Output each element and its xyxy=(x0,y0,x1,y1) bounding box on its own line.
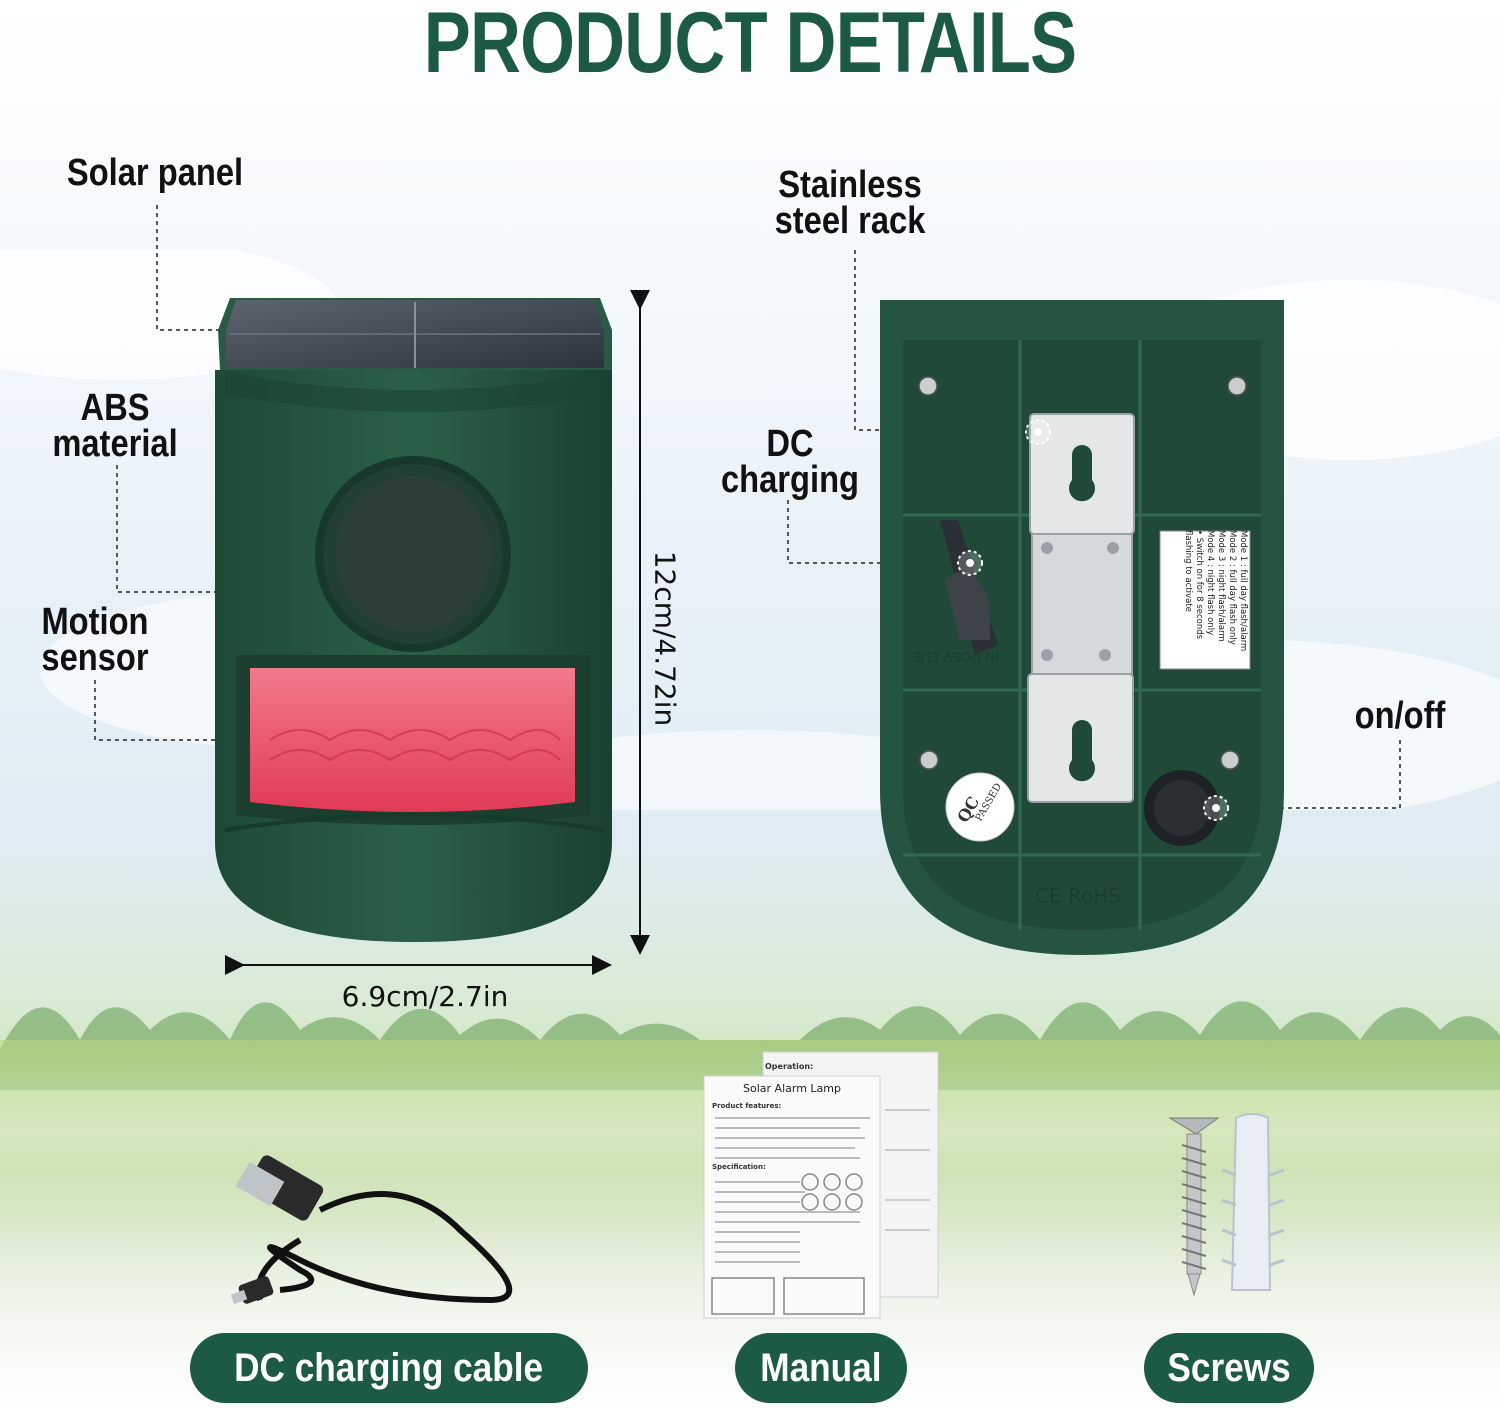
height-dimension: 12cm/4.72in xyxy=(648,550,682,727)
mode-line-1: Mode 1 : full day flash/alarm xyxy=(1238,530,1248,652)
leader-lines-left xyxy=(94,205,220,741)
mode-line-6: flashing to activate xyxy=(1183,530,1193,612)
callout-stainless-rack: Stainless steel rack xyxy=(774,164,926,242)
callout-dc-charging: DC charging xyxy=(720,423,860,501)
usb-cable xyxy=(230,1155,513,1305)
cable-label: DC charging cable xyxy=(234,1346,544,1390)
callout-abs-material: ABS material xyxy=(52,387,178,465)
device-front xyxy=(215,298,612,942)
engraving-mark: IN DOSV ELIE xyxy=(912,648,999,663)
manual-back-title: Operation: xyxy=(765,1062,814,1071)
leader-lines-right xyxy=(787,250,1401,809)
mode-line-5: • Switch on for 8 seconds xyxy=(1194,530,1204,640)
page-title: PRODUCT DETAILS xyxy=(423,0,1077,91)
manual-label-pill: Manual xyxy=(735,1333,907,1403)
mode-line-2: Mode 2 : full day flash only xyxy=(1227,530,1237,645)
screw-and-anchor xyxy=(1168,1113,1285,1297)
cable-label-pill: DC charging cable xyxy=(190,1333,588,1403)
manual-features-heading: Product features: xyxy=(712,1102,782,1110)
device-back xyxy=(880,300,1284,955)
manual-front-title: Solar Alarm Lamp xyxy=(743,1082,841,1095)
mode-line-3: Mode 3 : night flash/alarm xyxy=(1216,530,1226,642)
screws-label: Screws xyxy=(1167,1346,1291,1390)
callout-solar-panel: Solar panel xyxy=(66,152,244,194)
manual-label: Manual xyxy=(760,1346,882,1390)
mode-line-4: Mode 4 : night flash only xyxy=(1205,530,1215,636)
manual-illustration xyxy=(703,1051,939,1319)
callout-motion-sensor: Motion sensor xyxy=(41,601,149,679)
screws-label-pill: Screws xyxy=(1144,1333,1314,1403)
callout-on-off: on/off xyxy=(1354,695,1446,737)
width-dimension: 6.9cm/2.7in xyxy=(341,980,509,1013)
manual-spec-heading: Specification: xyxy=(712,1163,766,1171)
ce-rohs-mark: CE RoHS xyxy=(1035,884,1121,908)
mode-label: Mode 1 : full day flash/alarm Mode 2 : f… xyxy=(1162,530,1248,706)
